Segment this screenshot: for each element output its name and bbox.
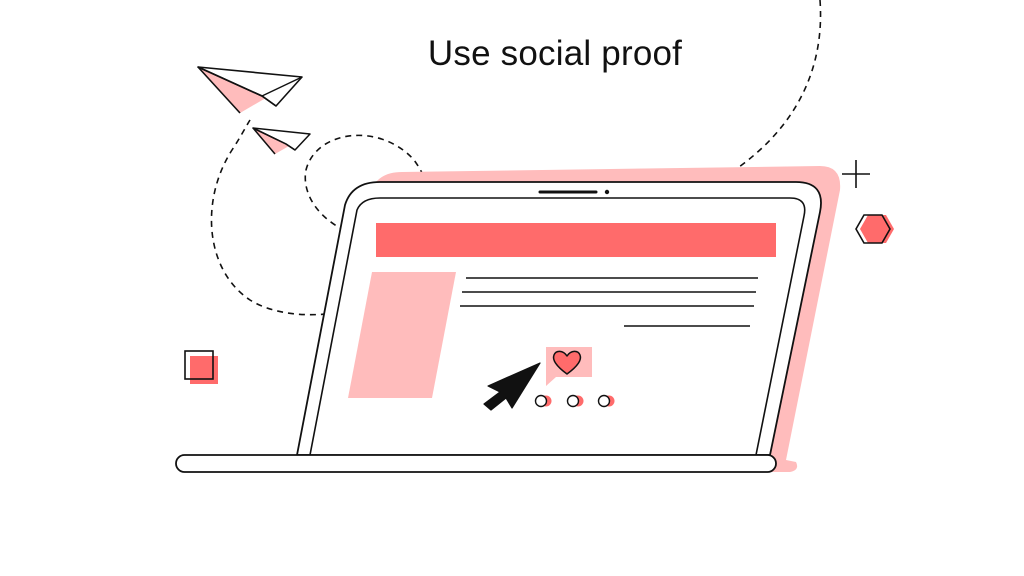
heart-icon bbox=[552, 350, 582, 375]
screen-text-lines bbox=[460, 277, 758, 327]
laptop-display bbox=[309, 197, 806, 456]
like-bubble bbox=[546, 347, 592, 386]
headline: Use social proof bbox=[427, 34, 683, 73]
screen-header-bar bbox=[376, 223, 776, 257]
plus-icon bbox=[842, 160, 870, 188]
pagination-dots bbox=[534, 394, 615, 408]
paper-plane-small-icon bbox=[252, 127, 311, 155]
screen-image-block bbox=[348, 272, 456, 398]
square-icon bbox=[184, 350, 218, 384]
laptop-camera bbox=[538, 189, 610, 195]
paper-plane-icon bbox=[197, 66, 303, 114]
hexagon-icon bbox=[855, 214, 894, 244]
laptop-base bbox=[175, 454, 777, 473]
cursor-arrow-icon bbox=[483, 362, 541, 411]
